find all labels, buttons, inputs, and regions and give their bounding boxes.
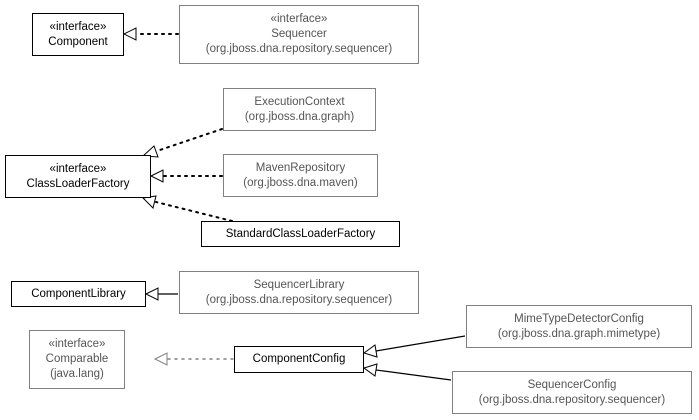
edge-mimetypedetectorconfig-extends-componentconfig	[362, 335, 466, 358]
node-component-name: Component	[48, 35, 108, 48]
edge-sequencerconfig-extends-componentconfig	[362, 363, 452, 381]
node-sequencer-stereotype: «interface»	[270, 13, 328, 25]
node-comparable-package: (java.lang)	[50, 368, 104, 380]
edge-componentconfig-implements-comparable	[153, 352, 234, 366]
edge-mavenrepository-implements-classloaderfactory	[149, 169, 223, 183]
node-component-config-name: ComponentConfig	[252, 353, 346, 365]
node-sequencer: «interface» Sequencer (org.jboss.dna.rep…	[179, 5, 419, 64]
node-comparable-stereotype: «interface»	[48, 338, 106, 350]
node-component: «interface» Component	[32, 13, 124, 56]
edge-sequencer-implements-component	[122, 27, 179, 41]
node-component-library-name: ComponentLibrary	[31, 287, 126, 300]
node-sequencer-library-package: (org.jboss.dna.repository.sequencer)	[205, 293, 393, 306]
node-component-stereotype: «interface»	[49, 20, 107, 33]
node-execution-context-name: ExecutionContext	[254, 95, 345, 108]
node-class-loader-factory-name: ClassLoaderFactory	[26, 177, 130, 190]
node-comparable-name: Comparable	[45, 353, 109, 365]
node-standard-class-loader-factory-name: StandardClassLoaderFactory	[225, 227, 376, 240]
node-sequencer-config: SequencerConfig (org.jboss.dna.repositor…	[452, 371, 692, 414]
node-standard-class-loader-factory: StandardClassLoaderFactory	[201, 221, 400, 247]
node-maven-repository: MavenRepository (org.jboss.dna.maven)	[223, 154, 378, 197]
node-comparable: «interface» Comparable (java.lang)	[29, 330, 125, 389]
node-component-config: ComponentConfig	[234, 346, 364, 373]
node-maven-repository-name: MavenRepository	[255, 161, 346, 174]
node-execution-context-package: (org.jboss.dna.graph)	[244, 110, 355, 123]
node-sequencer-library-name: SequencerLibrary	[253, 278, 345, 291]
node-execution-context: ExecutionContext (org.jboss.dna.graph)	[223, 88, 376, 131]
node-sequencer-name: Sequencer	[271, 28, 327, 40]
node-maven-repository-package: (org.jboss.dna.maven)	[243, 176, 358, 189]
edge-standardclassloaderfactory-implements-classloaderfactory	[141, 195, 233, 222]
node-class-loader-factory-stereotype: «interface»	[49, 162, 107, 175]
edge-sequencerlibrary-extends-componentlibrary	[144, 287, 178, 301]
node-sequencer-library: SequencerLibrary (org.jboss.dna.reposito…	[179, 271, 419, 314]
node-sequencer-config-package: (org.jboss.dna.repository.sequencer)	[478, 393, 666, 406]
node-sequencer-config-name: SequencerConfig	[527, 378, 617, 391]
node-mime-type-detector-config-name: MimeTypeDetectorConfig	[514, 312, 644, 325]
node-sequencer-package: (org.jboss.dna.repository.sequencer)	[205, 43, 393, 55]
node-mime-type-detector-config: MimeTypeDetectorConfig (org.jboss.dna.gr…	[466, 305, 692, 348]
node-mime-type-detector-config-package: (org.jboss.dna.graph.mimetype)	[497, 327, 661, 340]
node-class-loader-factory: «interface» ClassLoaderFactory	[5, 155, 151, 198]
node-component-library: ComponentLibrary	[11, 281, 146, 307]
edge-executioncontext-implements-classloaderfactory	[141, 128, 223, 158]
